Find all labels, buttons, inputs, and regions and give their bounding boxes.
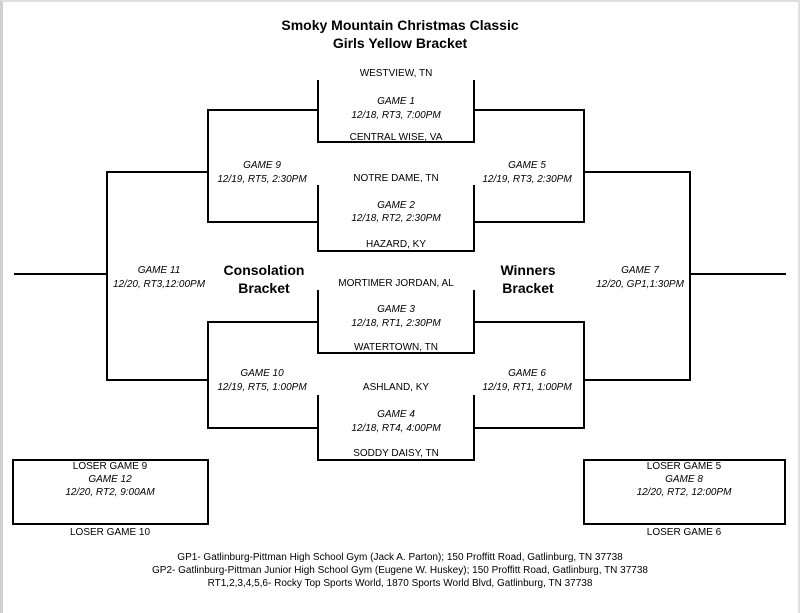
game-12-box	[12, 459, 209, 525]
game-7-info: 12/20, GP1,1:30PM	[596, 279, 684, 290]
consolation-bracket-title: Consolation Bracket	[224, 261, 305, 297]
loser-game-10: LOSER GAME 10	[69, 527, 151, 538]
game-5-label: GAME 5	[508, 160, 546, 171]
team-central-wise: CENTRAL WISE, VA	[349, 132, 443, 143]
footer-venue-gp2: GP2- Gatlinburg-Pittman Junior High Scho…	[152, 565, 648, 576]
game-9-bracket	[207, 109, 318, 223]
footer-venue-gp1: GP1- Gatlinburg-Pittman High School Gym …	[177, 552, 623, 563]
team-notre-dame: NOTRE DAME, TN	[353, 173, 439, 184]
game-4-label: GAME 4	[377, 409, 415, 420]
winners-bracket-title: Winners Bracket	[500, 261, 555, 297]
page-subtitle: Girls Yellow Bracket	[332, 35, 468, 51]
game-2-box	[317, 185, 475, 252]
game-8-info: 12/20, RT2, 12:00PM	[636, 487, 732, 498]
team-hazard: HAZARD, KY	[365, 239, 427, 250]
game-12-label: GAME 12	[88, 474, 132, 485]
game-7-bracket	[584, 171, 691, 381]
game-8-box	[583, 459, 786, 525]
team-ashland: ASHLAND, KY	[362, 382, 430, 393]
game-3-label: GAME 3	[377, 304, 415, 315]
game-6-bracket	[474, 321, 585, 429]
loser-game-9: LOSER GAME 9	[72, 461, 148, 472]
game-5-info: 12/19, RT3, 2:30PM	[482, 174, 572, 185]
game-12-info: 12/20, RT2, 9:00AM	[65, 487, 155, 498]
footer-venue-rt: RT1,2,3,4,5,6- Rocky Top Sports World, 1…	[207, 578, 593, 589]
game-1-label: GAME 1	[377, 96, 415, 107]
game-1-info: 12/18, RT3, 7:00PM	[351, 110, 441, 121]
game-9-info: 12/19, RT5, 2:30PM	[217, 174, 307, 185]
game-5-bracket	[474, 109, 585, 223]
game-6-info: 12/19, RT1, 1:00PM	[482, 382, 572, 393]
team-watertown: WATERTOWN, TN	[354, 342, 438, 353]
consolation-title-line-2: Bracket	[238, 280, 290, 296]
game-10-bracket	[207, 321, 318, 429]
winners-title-line-1: Winners	[500, 262, 556, 278]
game-9-label: GAME 9	[243, 160, 281, 171]
game-3-info: 12/18, RT1, 2:30PM	[351, 318, 441, 329]
game-4-info: 12/18, RT4, 4:00PM	[351, 423, 441, 434]
team-westview: WESTVIEW, TN	[359, 68, 433, 79]
game-2-info: 12/18, RT2, 2:30PM	[351, 213, 441, 224]
winners-title-line-2: Bracket	[502, 280, 554, 296]
team-mortimer-jordan: MORTIMER JORDAN, AL	[338, 278, 454, 289]
game-11-label: GAME 11	[137, 265, 181, 276]
team-soddy-daisy: SODDY DAISY, TN	[353, 448, 439, 459]
game-8-label: GAME 8	[665, 474, 703, 485]
game-11-info: 12/20, RT3,12:00PM	[112, 279, 206, 290]
game-10-info: 12/19, RT5, 1:00PM	[217, 382, 307, 393]
loser-game-5: LOSER GAME 5	[646, 461, 722, 472]
page-title: Smoky Mountain Christmas Classic	[281, 17, 519, 33]
game-10-label: GAME 10	[240, 368, 284, 379]
game-11-bracket	[106, 171, 208, 381]
game-6-label: GAME 6	[508, 368, 546, 379]
game-7-label: GAME 7	[621, 265, 659, 276]
consolation-title-line-1: Consolation	[223, 262, 305, 278]
game-2-label: GAME 2	[377, 200, 415, 211]
loser-game-6: LOSER GAME 6	[646, 527, 722, 538]
